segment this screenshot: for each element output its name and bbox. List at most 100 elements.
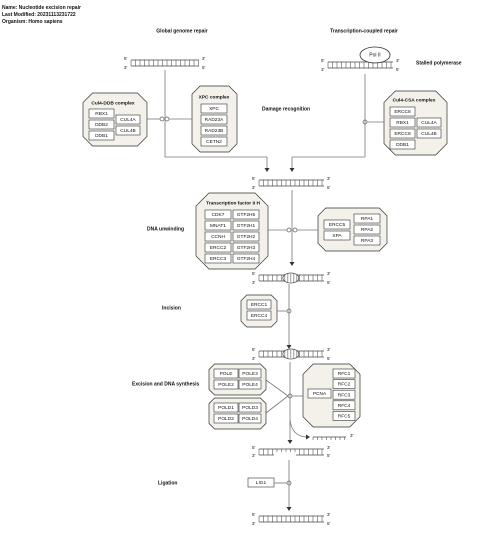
dna-ggr-five-top: 5' [124, 56, 128, 61]
ercc-incision-item-0-box [246, 299, 272, 310]
rpa-item-1-box [353, 224, 381, 235]
dna-tcr-five-top: 5' [321, 58, 325, 63]
tfiih-left-2-box [204, 231, 232, 242]
rpa-item-1-label: RPA2 [361, 227, 374, 233]
cul4-csa-left-3-box [389, 139, 416, 150]
xpc-item-1-box [200, 114, 228, 125]
xpc-item-2-label: RAD23B [205, 128, 224, 134]
excised-fragment-arrow [306, 434, 310, 440]
xpa-ercc5-item-1-box [323, 230, 351, 241]
dna-gapped-three-bottom: 3' [252, 453, 256, 458]
pole-left-1-label: POLE2 [218, 382, 234, 388]
cul4-csa-right-0-label: CUL4A [421, 120, 437, 126]
pold-link [265, 395, 289, 414]
dna-unwound-five-bottom: 5' [327, 280, 331, 285]
excised-fragment-arrow-path [289, 419, 307, 438]
tfiih-right-4-box [232, 253, 260, 264]
dna-recognized-five-bottom: 5' [327, 185, 331, 190]
ligation-arrow [286, 507, 292, 511]
tcr-arrow [289, 168, 295, 172]
pcna-box [307, 388, 332, 399]
dna-recognized-five-top: 5' [252, 176, 256, 181]
pol-ii-label: Pol II [369, 52, 380, 58]
tfiih-left-4-label: ERCC3 [210, 256, 227, 262]
heading-ggr: Global genome repair [156, 28, 207, 34]
tfiih-right-1-label: GTF2H1 [237, 223, 256, 229]
rpa-item-0-label: RPA1 [361, 216, 374, 222]
rfc-item-0-label: RFC1 [338, 371, 351, 377]
tfiih-left-0-label: CDK7 [212, 212, 225, 218]
cul4-ddb-title: Cul4-DDB complex [91, 100, 135, 106]
tfiih-right-3-box [232, 242, 260, 253]
rfc-item-1-box [332, 379, 356, 389]
dna-unwound-three-top: 3' [327, 271, 331, 276]
pol-ii-node [359, 46, 391, 64]
heading-dna-unwinding: DNA unwinding [147, 226, 184, 232]
xpc-item-0-label: XPC [209, 106, 219, 112]
dna-incised-five-top: 5' [252, 347, 256, 352]
lig1-box [247, 477, 275, 488]
rfc-item-4-label: RFC5 [338, 413, 351, 419]
pold-left-0-box [213, 402, 239, 413]
pold-right-0-box [238, 402, 262, 413]
ercc-incision-item-1-box [246, 310, 272, 321]
ggr-link-node-a [159, 116, 165, 122]
tfiih-left-3-box [204, 242, 232, 253]
dna-unwound-five-top: 5' [252, 271, 256, 276]
rfc-item-3-label: RFC4 [338, 403, 351, 409]
dna-incised-three-bottom: 3' [252, 356, 256, 361]
rfc-item-1-label: RFC2 [338, 382, 351, 388]
xpa-ercc5-item-0-label: ERCC5 [329, 222, 346, 228]
pole-right-1-label: POLE4 [242, 382, 258, 388]
pole-left-0-box [213, 368, 239, 379]
pold-right-1-label: POLD4 [242, 416, 258, 422]
cul4-csa-left-1-box [389, 117, 416, 128]
synthesis-arrow [287, 440, 293, 444]
tfiih-right-2-box [232, 231, 260, 242]
tfiih-title: Transcription factor II H [206, 200, 260, 206]
tfiih-left-2-label: CCNH [211, 234, 225, 240]
pold-complex [208, 397, 267, 430]
tfiih-right-2-label: GTF2H2 [237, 234, 256, 240]
tfiih-left-3-label: ERCC2 [210, 245, 227, 251]
cul4-ddb-left-1-box [88, 119, 115, 130]
xpc-item-2-box [200, 125, 228, 136]
cul4-ddb-left-1-label: DDB2 [95, 122, 108, 128]
pole-right-0-label: POLE3 [242, 371, 258, 377]
heading-tcr: Transcription-coupled repair [330, 28, 398, 34]
cul4-csa-left-1-label: RBX1 [396, 120, 409, 126]
pole-left-1-box [213, 379, 239, 390]
tfiih-right-3-label: GTF2H3 [237, 245, 256, 251]
cul4-ddb-right-0-label: CUL4A [120, 117, 136, 123]
ggr-link-node-b [164, 116, 170, 122]
dna-recognized-three-top: 3' [327, 176, 331, 181]
xpc-item-1-label: RAD23A [205, 117, 224, 123]
pole-left-0-label: POLE [220, 371, 233, 377]
dna-incised-five-bottom: 5' [327, 356, 331, 361]
xpa-ercc5-item-1-label: XPA [332, 233, 342, 239]
dna-gapped-three-top: 3' [327, 445, 331, 450]
dna-recognized-three-bottom: 3' [252, 185, 256, 190]
unwinding-node-b [292, 227, 298, 233]
pole-right-1-box [238, 379, 262, 390]
pole-link [265, 379, 289, 397]
cul4-ddb-right-1-box [115, 125, 141, 136]
lig1-label: LIG1 [256, 480, 267, 486]
ercc-incision-item-0-label: ERCC1 [251, 302, 268, 308]
pold-right-0-label: POLD3 [242, 405, 258, 411]
heading-excision-synthesis: Excision and DNA synthesis [132, 381, 200, 387]
cul4-ddb-left-2-label: DDB1 [95, 133, 108, 139]
cul4-csa-right-0-box [416, 117, 442, 128]
dna-unwound-three-bottom: 3' [252, 280, 256, 285]
tfiih-right-0-label: GTF2H5 [237, 212, 256, 218]
dna-repaired-five-top: 5' [252, 512, 256, 517]
dna-tcr-five-bottom: 5' [396, 67, 400, 72]
cul4-ddb-right-1-label: CUL4B [120, 128, 135, 134]
heading-incision: Incision [162, 305, 181, 311]
heading-ligation: Ligation [158, 480, 177, 486]
cul4-csa-left-0-box [389, 106, 416, 117]
cul4-csa-left-3-label: DDB1 [396, 142, 409, 148]
tfiih-left-1-label: MNAT1 [210, 223, 226, 229]
cul4-csa-left-2-label: ERCC8 [394, 131, 411, 137]
pole-right-0-box [238, 368, 262, 379]
